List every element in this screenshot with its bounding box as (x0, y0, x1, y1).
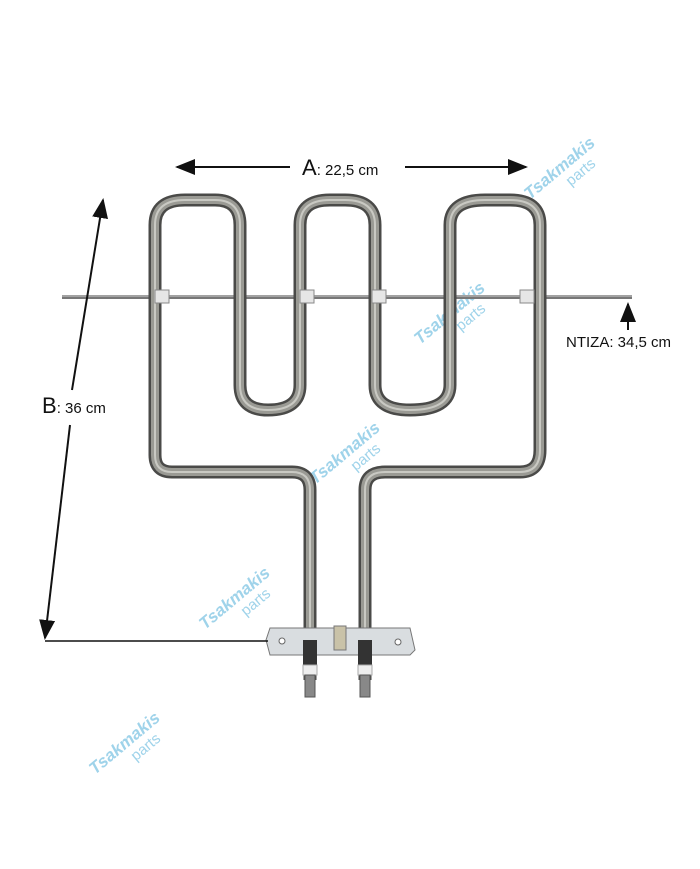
dimension-b-value: : 36 cm (57, 400, 106, 417)
dimension-rod: NTIZA: 34,5 cm (566, 302, 671, 351)
dimension-b-letter: B (42, 393, 57, 418)
rod-clips (154, 289, 535, 304)
dimension-a-value: : 22,5 cm (317, 162, 379, 179)
dimension-b: B: 36 cm (39, 198, 268, 642)
dimension-a-letter: A (302, 155, 317, 180)
rod-length-label: NTIZA: 34,5 cm (566, 334, 671, 351)
mounting-bracket (265, 625, 416, 698)
svg-text:B: 36 cm: B: 36 cm (42, 393, 106, 418)
svg-text:A: 22,5 cm: A: 22,5 cm (302, 155, 378, 180)
heating-tube (148, 193, 547, 680)
dimension-a: A: 22,5 cm (175, 155, 528, 180)
